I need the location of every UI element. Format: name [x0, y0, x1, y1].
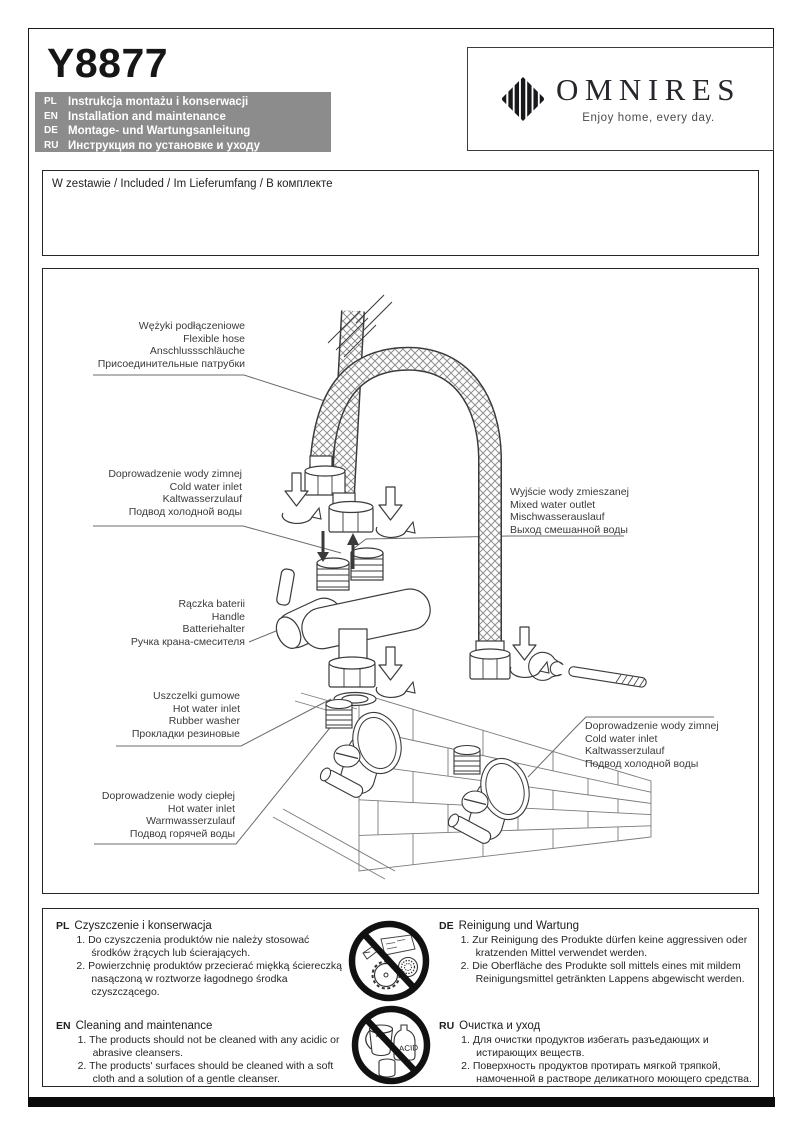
lang-row-en: EN Installation and maintenance: [35, 110, 331, 124]
language-title-band: PL Instrukcja montażu i konserwacji EN I…: [35, 92, 331, 152]
lang-title: Installation and maintenance: [68, 110, 226, 123]
no-acid-icon: ACID: [351, 1005, 431, 1085]
diagram-label-mixed-water-outlet: Wyjście wody zmieszanej Mixed water outl…: [510, 486, 629, 536]
acid-label: ACID: [399, 1043, 419, 1053]
lang-code: PL: [44, 96, 57, 107]
care-item: 1. The products should not be cleaned wi…: [77, 1034, 340, 1059]
installation-diagram-box: [42, 268, 759, 894]
flexible-hose-arched: [309, 346, 502, 643]
lang-title: Инструкция по установке и уходу: [68, 139, 261, 152]
omnires-diamond-logo-icon: [502, 77, 544, 121]
care-item: 1. Для очистки продуктов избегать разъед…: [461, 1034, 709, 1059]
no-abrasives-icon: [348, 920, 430, 1002]
angle-valve-right-drawing: [445, 744, 537, 847]
angle-valve-left-drawing: [317, 698, 409, 801]
brand-logo-box: OMNIRES Enjoy home, every day.: [467, 47, 774, 151]
faucet-port-mixed: [350, 547, 384, 581]
hose-break-marks: [327, 294, 393, 358]
diagram-label-handle: Rączka baterii Handle Batteriehalter Руч…: [130, 598, 245, 648]
faucet-port-cold: [316, 557, 350, 591]
brand-tagline: Enjoy home, every day.: [582, 111, 715, 124]
care-item: 2. Поверхность продуктов протирать мягко…: [461, 1060, 752, 1085]
diagram-label-cold-water-inlet-wall: Doprowadzenie wody zimnej Cold water inl…: [585, 720, 719, 770]
diagram-label-flexible-hose: Wężyki podłączeniowe Flexible hose Ansch…: [97, 320, 245, 370]
care-item: 1. Do czyszczenia produktów nie należy s…: [76, 934, 310, 959]
diagram-label-cold-water-inlet-top: Doprowadzenie wody zimnej Cold water inl…: [108, 468, 242, 518]
care-section-de: DE Reinigung und Wartung 1. Zur Reinigun…: [439, 919, 757, 986]
care-item: 1. Zur Reinigung des Produkte dürfen kei…: [460, 934, 748, 959]
care-section-en: EN Cleaning and maintenance 1. The produ…: [56, 1019, 348, 1086]
lang-title: Instrukcja montażu i konserwacji: [68, 96, 249, 108]
lang-code: EN: [44, 110, 58, 122]
faucet-mount-nut: [328, 656, 376, 688]
care-instructions-box: PL Czyszczenie i konserwacja 1. Do czysz…: [42, 908, 759, 1087]
diagram-label-rubber-washer: Uszczelki gumowe Hot water inlet Rubber …: [131, 690, 240, 740]
hose-nuts: [304, 455, 511, 680]
installation-diagram: [93, 294, 714, 880]
care-section-ru: RU Очистка и уход 1. Для очистки продукт…: [439, 1019, 757, 1086]
install-rotation-arrow-icon: [375, 646, 416, 699]
included-items-box: W zestawie / Included / Im Lieferumfang …: [42, 170, 759, 256]
lang-code: DE: [44, 125, 58, 136]
diagram-label-hot-water-inlet: Doprowadzenie wody ciepłej Hot water inl…: [101, 790, 235, 840]
brand-wordmark: OMNIRES: [555, 71, 741, 107]
up-arrow-icon: [347, 533, 359, 569]
leader-lines: [93, 374, 714, 845]
hose-nut: [469, 648, 511, 680]
included-title: W zestawie / Included / Im Lieferumfang …: [52, 178, 333, 190]
down-arrow-icon: [317, 531, 329, 562]
lang-row-ru: RU Инструкция по установке и уходу: [35, 139, 331, 153]
hose-nut: [304, 465, 346, 496]
care-item: 2. Die Oberfläche des Produkte soll mitt…: [460, 960, 745, 985]
lang-title: Montage- und Wartungsanleitung: [68, 125, 251, 137]
lang-row-pl: PL Instrukcja montażu i konserwacji: [35, 95, 331, 109]
faucet-body-drawing: [275, 547, 431, 707]
care-section-pl: PL Czyszczenie i konserwacja 1. Do czysz…: [56, 919, 348, 999]
care-item: 2. The products' surfaces should be clea…: [77, 1060, 334, 1085]
hose-nut: [328, 500, 374, 533]
lang-code: RU: [44, 139, 59, 151]
lang-row-de: DE Montage- und Wartungsanleitung: [35, 124, 331, 138]
wrench-icon: [528, 651, 647, 688]
product-code: Y8877: [47, 40, 169, 86]
install-rotation-arrow-icon: [375, 486, 416, 539]
footer-bar: [28, 1097, 775, 1107]
care-item: 2. Powierzchnię produktów przecierać mię…: [76, 960, 342, 998]
